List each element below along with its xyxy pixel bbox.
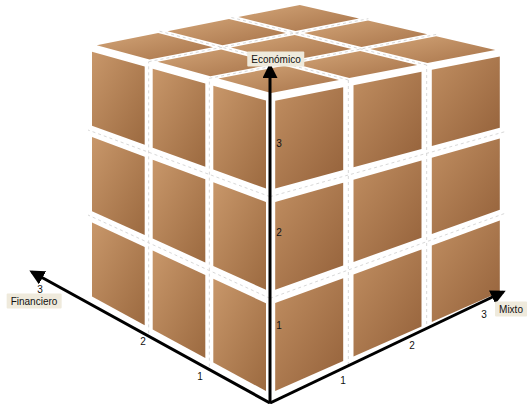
grid-dash [88,130,270,197]
axis-label: Financiero [7,294,62,309]
cube-tile [153,69,206,167]
cube-tile [275,183,343,290]
cube-tile [238,5,359,31]
grid-dashes [88,17,505,367]
cube-tile [275,87,343,188]
cube-tile [213,279,266,391]
cube-tile [213,182,266,289]
tick-number: 2 [139,336,147,347]
cube-tile [213,86,266,189]
cube-tile [432,221,500,322]
axis-label: Económico [247,52,304,67]
left-axis [32,272,270,403]
cube-tile [432,139,500,235]
axis-label: Mixto [495,302,527,317]
tick-number: 1 [339,375,347,386]
grid-dash [270,213,505,298]
vertical-axis [269,66,272,403]
tick-number: 1 [275,320,283,331]
tick-number: 3 [480,309,488,320]
tick-number: 3 [275,138,283,149]
cube-tile [354,249,422,356]
grid-dash [209,78,210,366]
cube-tiles [92,5,500,391]
axes [32,66,503,403]
grid-dash [270,132,505,197]
grid-dash [148,62,149,334]
tick-number: 2 [275,227,283,238]
cube-tile [432,56,500,146]
tick-number: 3 [36,284,44,295]
cube-tile [153,160,206,263]
grid-dash [209,34,436,78]
grid-dash [348,80,349,365]
tick-number: 2 [408,340,416,351]
grid-dash [159,31,349,80]
cube-tile [92,52,145,145]
tick-number: 1 [196,371,204,382]
grid-dash [426,65,427,330]
grid-dash [88,215,270,298]
right-axis [270,292,503,403]
cube-tile [354,72,422,168]
